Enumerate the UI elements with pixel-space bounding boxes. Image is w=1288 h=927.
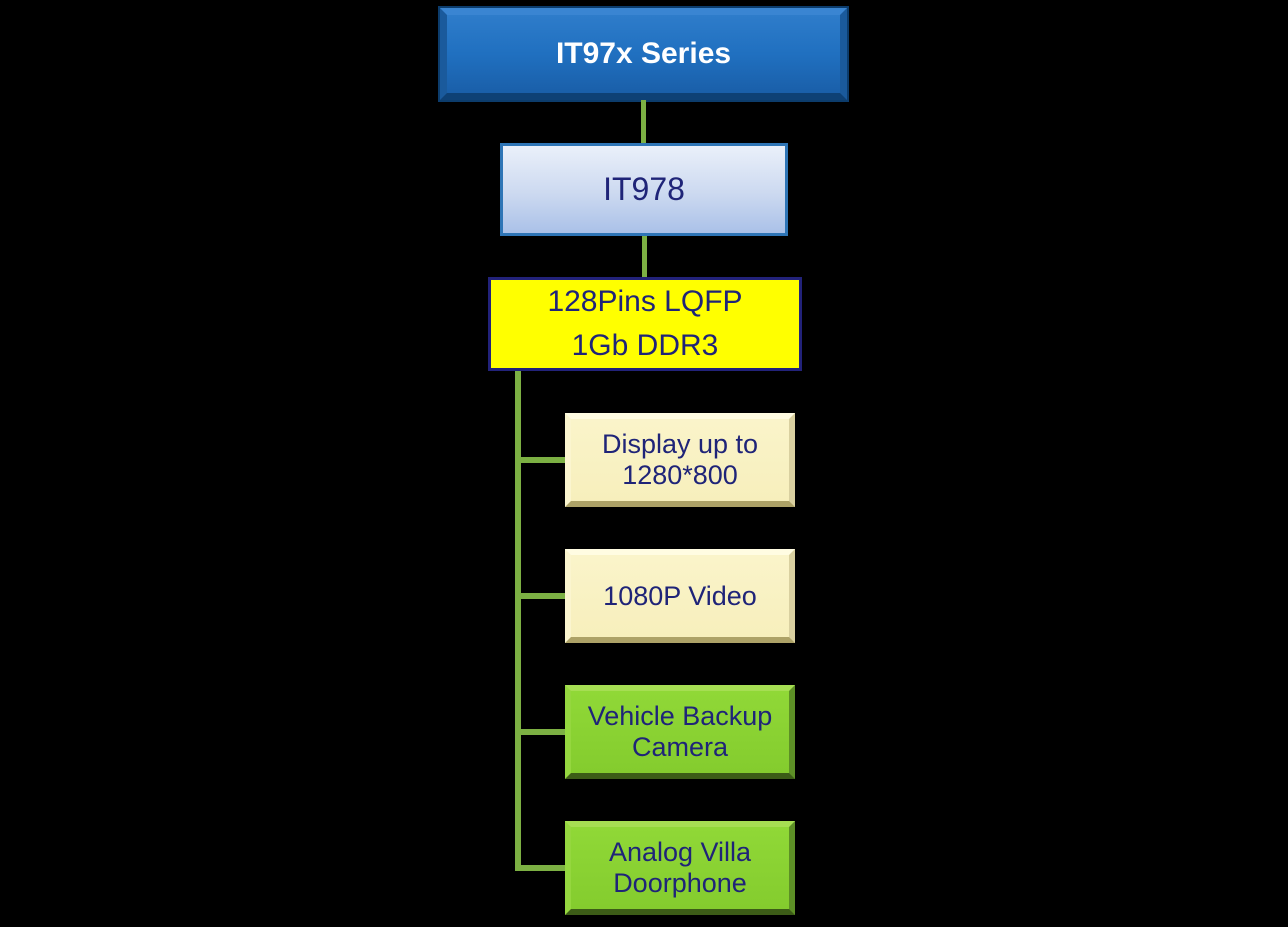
connector-branch-display [515,457,565,463]
connector-chip-to-package [642,236,647,277]
node-it978: IT978 [500,143,788,236]
feature-vehicle-backup-camera-label: Vehicle Backup Camera [587,701,773,762]
feature-analog-villa-doorphone-label: Analog Villa Doorphone [608,837,752,898]
node-it97x-series: IT97x Series [440,8,847,100]
feature-display-up-to-1280x800: Display up to 1280*800 [565,413,795,507]
feature-display-label: Display up to 1280*800 [601,429,759,490]
feature-1080p-video: 1080P Video [565,549,795,643]
node-it978-label: IT978 [603,171,685,207]
feature-analog-villa-doorphone: Analog Villa Doorphone [565,821,795,915]
connector-branch-vehicle-backup-camera [515,729,565,735]
node-128pins-lqfp-1gb-ddr3-label: 128Pins LQFP 1Gb DDR3 [547,285,743,362]
feature-vehicle-backup-camera: Vehicle Backup Camera [565,685,795,779]
connector-root-to-chip [641,100,646,143]
node-it97x-series-label: IT97x Series [555,37,732,70]
node-128pins-lqfp-1gb-ddr3: 128Pins LQFP 1Gb DDR3 [488,277,802,371]
feature-1080p-video-label: 1080P Video [603,580,757,611]
connector-branch-1080p-video [515,593,565,599]
connector-branch-analog-villa-doorphone [515,865,565,871]
connector-trunk [515,371,521,871]
